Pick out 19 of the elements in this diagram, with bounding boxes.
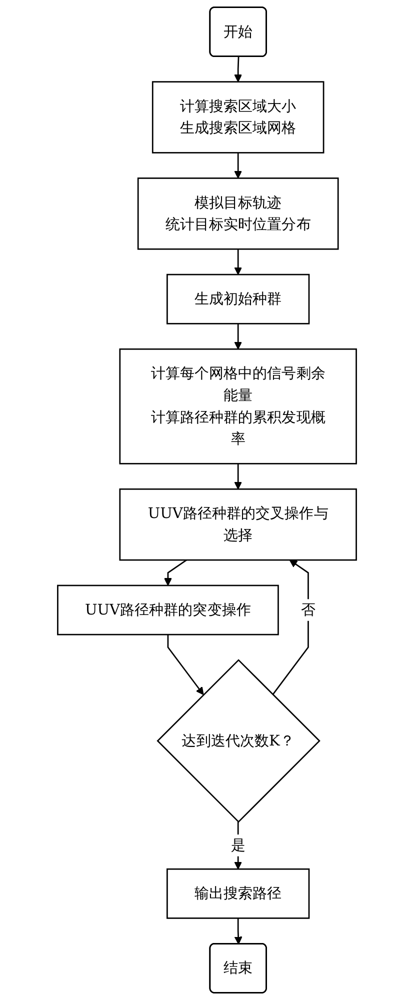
arrow (234, 249, 242, 275)
arrow (234, 56, 242, 82)
arrow (234, 464, 242, 490)
node-box: 模拟目标轨迹 统计目标实时位置分布 (137, 178, 339, 250)
node-box: UUV路径种群的交叉操作与选择 (119, 488, 357, 561)
node-box: 计算搜索区域大小 生成搜索区域网格 (152, 81, 324, 154)
edge-label: 是 (230, 836, 246, 854)
arrow (234, 918, 242, 944)
arrow (272, 560, 309, 696)
node-box: 计算每个网格中的信号剩余能量 计算路径种群的累积发现概率 (119, 348, 357, 464)
arrow (234, 324, 242, 350)
node-diamond: 达到迭代次数K？ (156, 659, 320, 823)
node-box: UUV路径种群的突变操作 (57, 584, 279, 636)
arrow (164, 559, 187, 586)
arrow (234, 152, 242, 179)
edge-label: 否 (300, 600, 316, 618)
arrow (167, 634, 204, 696)
node-box: 输出搜索路径 (166, 868, 310, 919)
node-box: 生成初始种群 (166, 274, 310, 324)
